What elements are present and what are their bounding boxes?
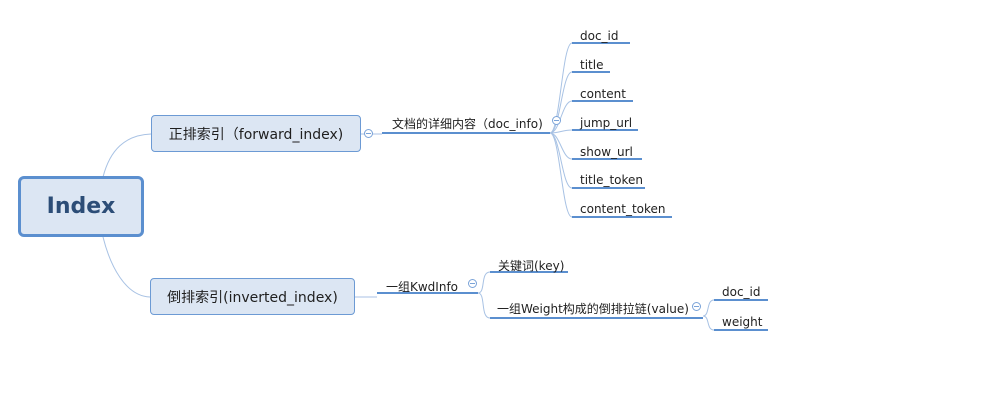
field-doc-id[interactable]: doc_id [580,29,619,43]
field-content[interactable]: content [580,87,626,101]
collapse-value-icon[interactable] [692,302,701,311]
doc-info-topic[interactable]: 文档的详细内容（doc_info) [392,117,543,131]
value-field-weight[interactable]: weight [722,315,763,329]
field-jump-url[interactable]: jump_url [580,116,633,130]
field-content-token[interactable]: content_token [580,202,666,216]
collapse-doc-info-icon[interactable] [552,116,561,125]
value-topic[interactable]: 一组Weight构成的倒排拉链(value) [497,302,689,316]
inverted-index-label: 倒排索引(inverted_index) [167,289,338,306]
kwdinfo-topic[interactable]: 一组KwdInfo [386,280,459,294]
key-topic[interactable]: 关键词(key) [498,259,565,273]
forward-index-node[interactable]: 正排索引（forward_index) [151,115,361,152]
field-show-url[interactable]: show_url [580,145,633,159]
root-node[interactable]: Index [18,176,144,237]
forward-index-label: 正排索引（forward_index) [168,126,344,143]
collapse-kwdinfo-icon[interactable] [468,279,477,288]
field-title-token[interactable]: title_token [580,173,644,187]
value-field-doc-id[interactable]: doc_id [722,285,761,299]
root-label: Index [46,194,116,219]
field-title[interactable]: title [580,58,604,72]
inverted-index-node[interactable]: 倒排索引(inverted_index) [150,278,355,315]
collapse-forward-icon[interactable] [364,129,373,138]
